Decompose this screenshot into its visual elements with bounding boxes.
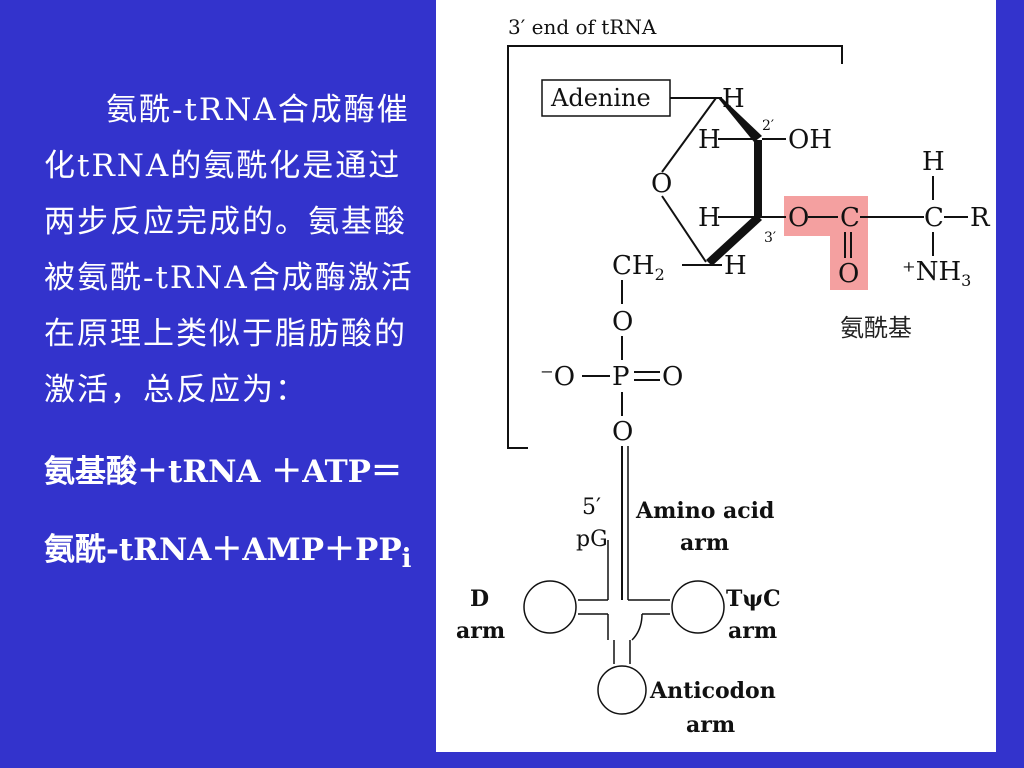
adenine-label: Adenine [550,84,651,112]
three-prime-end-bracket [507,45,843,449]
bond-c1-c2-wedge [718,98,762,142]
equation-products: 氨酰-tRNA＋AMP＋PPi [44,522,414,587]
h-top: H [722,84,745,114]
bond-ring-o-c4 [661,195,707,263]
three-prime-end-label: 3′ end of tRNA [508,15,657,39]
d-arm-loop [523,580,577,634]
prime-2-label: 2′ [762,118,774,134]
ring-oxygen: O [651,169,672,199]
bond-c1-ring-o [661,97,717,173]
d-arm-label-2: arm [456,618,505,644]
amino-acid-arm-label-2: arm [680,530,729,556]
anticodon-loop [597,665,647,715]
explanation-paragraph: 氨酰-tRNA合成酶催化tRNA的氨酰化是通过两步反应完成的。氨基酸被氨酰-tR… [44,92,414,408]
oh-c2: OH [788,125,832,155]
phosphate-o-double: O [662,362,683,392]
d-arm-label-1: D [470,586,489,612]
explanation-text: 氨酰-tRNA合成酶催化tRNA的氨酰化是通过两步反应完成的。氨基酸被氨酰-tR… [44,82,414,587]
pg-label: pG [576,527,608,552]
aminoacyl-highlight [784,196,868,290]
h-c3: H [698,203,721,233]
five-prime-label: 5′ [582,495,601,520]
trna-diagram: 3′ end of tRNA Adenine O H 2′ H OH H 3′ … [456,15,991,738]
ch2-main: CH [612,251,655,281]
nh3-subscript: 3 [961,271,971,290]
phosphate-o-minus: ⁻O [540,362,575,392]
ester-oxygen: O [788,203,809,233]
ch2-subscript: 2 [655,265,665,284]
nh3-main: ⁺NH [902,257,961,287]
phosphate-link-o-bottom: O [612,417,633,447]
equation-subscript-i: i [401,544,412,575]
alpha-carbon: C [924,203,944,233]
carbonyl-carbon: C [840,203,860,233]
h-c4: H [724,251,747,281]
r-group: R [970,203,991,233]
carbonyl-oxygen: O [838,259,859,289]
anticodon-arm-label-1: Anticodon [649,678,776,704]
equation-products-main: 氨酰-tRNA＋AMP＋PP [44,532,402,568]
tpsic-arm-label-1: TψC [726,586,781,612]
alpha-hydrogen: H [922,147,945,177]
anticodon-arm-label-2: arm [686,712,735,738]
amino-group: ⁺NH3 [902,257,971,290]
bond-c3-c4-wedge [706,214,762,266]
aminoacyl-group-label: 氨酰基 [840,314,912,342]
prime-3-label: 3′ [764,230,776,246]
tpsic-arm-loop [671,580,725,634]
core-junction [607,613,643,641]
equation-reactants: 氨基酸＋tRNA ＋ATP＝ [44,454,402,490]
ch2-group: CH2 [612,251,665,284]
tpsic-arm-label-2: arm [728,618,777,644]
h-c2: H [698,125,721,155]
phosphate-link-o-top: O [612,307,633,337]
trna-diagram-panel: 3′ end of tRNA Adenine O H 2′ H OH H 3′ … [436,0,996,752]
phosphorus: P [612,362,630,392]
amino-acid-arm-label-1: Amino acid [635,498,774,524]
